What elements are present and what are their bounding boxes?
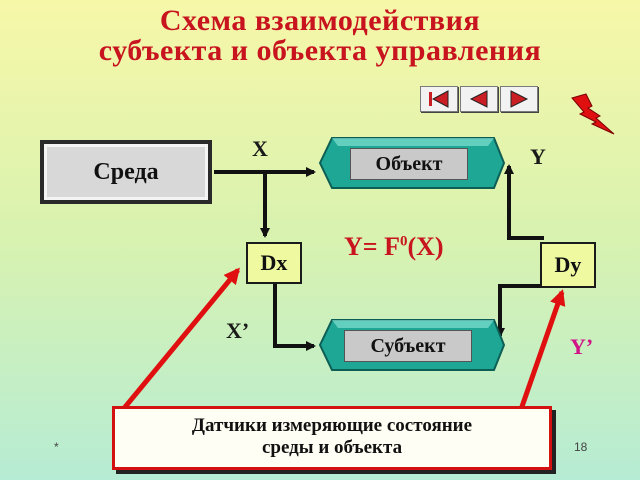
arrow-dy-to-object xyxy=(504,164,544,240)
formula-superscript: 0 xyxy=(399,233,408,250)
label-x-prime: X’ xyxy=(226,318,250,343)
label-y: Y xyxy=(530,144,546,169)
object-block: Объект xyxy=(318,136,506,190)
arrow-dy-to-subject xyxy=(495,284,544,338)
object-label: Объект xyxy=(350,148,468,180)
sensors-line-1: Датчики измеряющие состояние xyxy=(191,415,473,436)
footer-marker: * xyxy=(54,440,59,454)
dy-label: Dy xyxy=(554,252,582,277)
dx-label: Dx xyxy=(260,250,288,275)
red-arrow-sensors-to-dx xyxy=(114,267,240,420)
label-x: X xyxy=(252,136,268,161)
sensors-box: Датчики измеряющие состояние среды и объ… xyxy=(112,406,552,470)
title-line-2: субъекта и объекта управления xyxy=(98,34,542,67)
title-line-1: Схема взаимодействия xyxy=(159,4,481,37)
page-number: 18 xyxy=(574,440,588,454)
formula-main: Y= F xyxy=(344,232,400,261)
next-slide-button[interactable] xyxy=(500,86,538,112)
dx-block: Dx xyxy=(246,242,302,284)
lightning-return-icon xyxy=(571,93,615,135)
triangle-right-icon xyxy=(510,90,529,108)
skip-back-icon xyxy=(429,90,449,108)
subject-block: Субъект xyxy=(318,318,506,372)
subject-label: Субъект xyxy=(344,330,472,362)
first-slide-button[interactable] xyxy=(420,86,458,112)
environment-label: Среда xyxy=(93,158,159,185)
previous-slide-button[interactable] xyxy=(460,86,498,112)
environment-block: Среда xyxy=(40,140,212,204)
formula: Y= F0(X) xyxy=(344,232,444,262)
arrow-dx-to-subject xyxy=(273,282,316,351)
label-y-prime: Y’ xyxy=(570,334,594,359)
dy-block: Dy xyxy=(540,242,596,288)
triangle-left-icon xyxy=(469,90,488,108)
sensors-line-2: среды и объекта xyxy=(261,437,403,458)
red-arrow-sensors-to-dy xyxy=(515,289,566,419)
return-button[interactable] xyxy=(566,90,618,138)
formula-tail: (X) xyxy=(407,232,444,261)
